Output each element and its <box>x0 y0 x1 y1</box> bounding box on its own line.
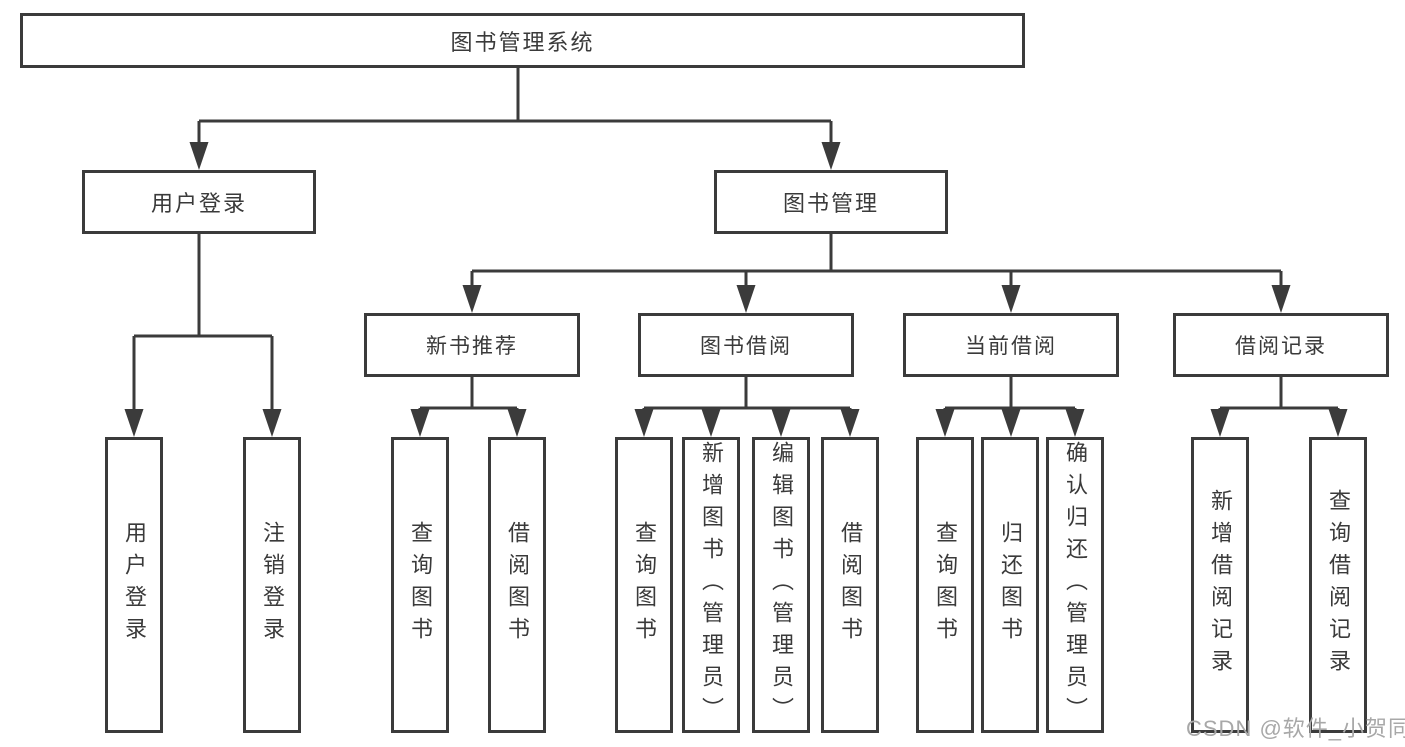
connector-new-book-children <box>410 377 527 437</box>
leaf-label: 查询图书 <box>933 521 958 649</box>
csdn-watermark: CSDN @软件_小贺同学 <box>1186 716 1405 741</box>
node-book-management-system: 图书管理系统 <box>20 13 1025 68</box>
leaf-edit-book-admin: 编辑图书（管理员） <box>752 437 810 733</box>
leaf-user-login: 用户登录 <box>105 437 163 733</box>
leaf-label: 查询借阅记录 <box>1326 489 1351 681</box>
leaf-borrow-books: 借阅图书 <box>821 437 879 733</box>
leaf-label: 确认归还（管理员） <box>1063 441 1088 729</box>
leaf-label: 查询图书 <box>408 521 433 649</box>
leaf-label: 新增借阅记录 <box>1208 489 1233 681</box>
connector-root-to-level1 <box>189 68 841 170</box>
leaf-logout: 注销登录 <box>243 437 301 733</box>
node-user-login: 用户登录 <box>82 170 316 234</box>
connector-borrowing-children <box>634 377 860 437</box>
leaf-add-book-admin: 新增图书（管理员） <box>682 437 740 733</box>
leaf-label: 用户登录 <box>122 521 147 649</box>
leaf-add-borrow-record: 新增借阅记录 <box>1191 437 1249 733</box>
connector-user-login-children <box>124 234 282 437</box>
leaf-borrow-books-recommend: 借阅图书 <box>488 437 546 733</box>
node-borrow-records: 借阅记录 <box>1173 313 1389 377</box>
leaf-label: 借阅图书 <box>838 521 863 649</box>
leaf-query-books-borrow: 查询图书 <box>615 437 673 733</box>
connector-book-management-children <box>462 234 1291 313</box>
connector-current-children <box>935 377 1085 437</box>
leaf-return-book: 归还图书 <box>981 437 1039 733</box>
node-new-book-recommend: 新书推荐 <box>364 313 580 377</box>
leaf-label: 新增图书（管理员） <box>699 441 724 729</box>
leaf-confirm-return-admin: 确认归还（管理员） <box>1046 437 1104 733</box>
leaf-label: 查询图书 <box>632 521 657 649</box>
connector-records-children <box>1210 377 1348 437</box>
leaf-label: 注销登录 <box>260 521 285 649</box>
leaf-query-books-current: 查询图书 <box>916 437 974 733</box>
leaf-query-borrow-record: 查询借阅记录 <box>1309 437 1367 733</box>
node-book-borrowing: 图书借阅 <box>638 313 854 377</box>
node-book-management: 图书管理 <box>714 170 948 234</box>
leaf-label: 借阅图书 <box>505 521 530 649</box>
leaf-query-books-recommend: 查询图书 <box>391 437 449 733</box>
leaf-label: 编辑图书（管理员） <box>769 441 794 729</box>
leaf-label: 归还图书 <box>998 521 1023 649</box>
node-current-borrowing: 当前借阅 <box>903 313 1119 377</box>
